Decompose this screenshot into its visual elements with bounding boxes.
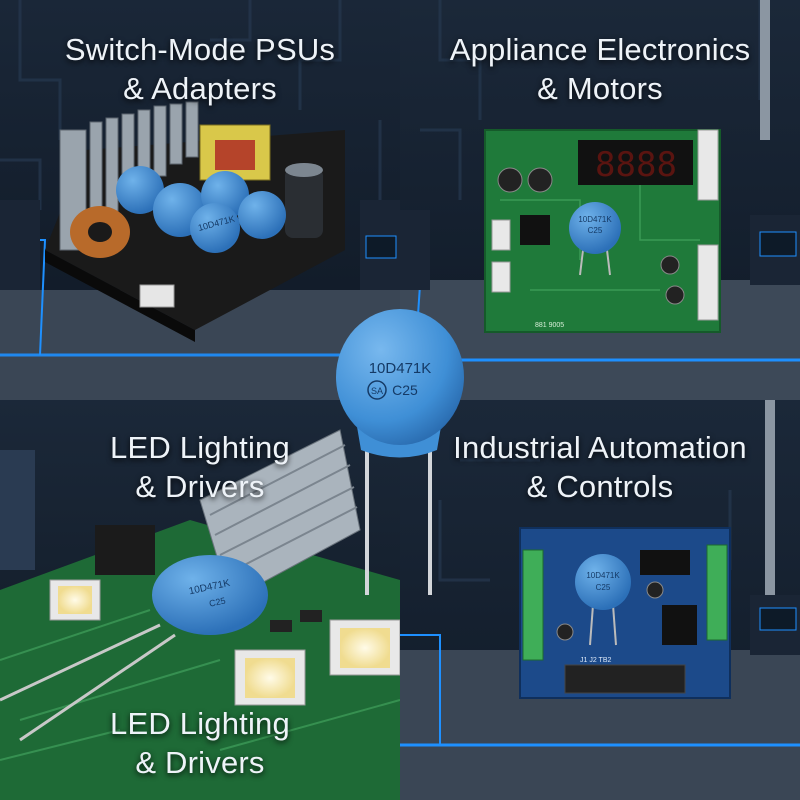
appliance-scene: 8888 10D471K C25 881 9005 (400, 0, 800, 400)
led-scene: 10D471K C25 (0, 400, 400, 800)
panel-industrial-automation: 10D471K C25 J1 J2 TB2 Industrial Automat… (400, 400, 800, 800)
caption-led-lighting: LED Lighting & Drivers (0, 428, 400, 506)
led-varistor-rating: C25 (208, 595, 226, 608)
caption-industrial-automation: Industrial Automation & Controls (400, 428, 800, 506)
certification-mark-icon (367, 380, 387, 400)
caption-switch-mode-psu: Switch-Mode PSUs & Adapters (0, 30, 400, 108)
caption-line: Industrial Automation (453, 430, 747, 465)
industrial-varistor-label: 10D471K (586, 571, 620, 580)
appliance-varistor (569, 202, 621, 254)
caption-line: Switch-Mode PSUs (64, 32, 336, 67)
caption-line: & Drivers (135, 469, 265, 504)
panel-appliance-electronics: 8888 10D471K C25 881 9005 Appliance Elec… (400, 0, 800, 400)
caption-line: LED Lighting (110, 430, 290, 465)
caption-line: & Controls (526, 469, 674, 504)
caption-line: & Adapters (123, 71, 277, 106)
industrial-varistor (575, 554, 631, 610)
caption-line: & Drivers (135, 745, 265, 780)
caption-line: & Motors (537, 71, 663, 106)
psu-scene: 10D471K (0, 0, 400, 400)
appliance-varistor-rating: C25 (588, 226, 603, 235)
industrial-varistor-rating: C25 (596, 583, 611, 592)
industrial-board-code: J1 J2 TB2 (580, 657, 611, 664)
center-varistor: 10D471K SA C25 (325, 305, 475, 605)
varistor-group (116, 166, 286, 253)
appliance-varistor-label: 10D471K (578, 215, 612, 224)
panel-switch-mode-psu: 10D471K Switch-Mode PSUs & Adapters (0, 0, 400, 400)
caption-line: Appliance Electronics (449, 32, 751, 67)
caption-line: LED Lighting (110, 706, 290, 741)
caption-led-lighting-repeat: LED Lighting & Drivers (0, 704, 400, 782)
center-varistor-rating: C25 (392, 382, 418, 398)
caption-appliance-electronics: Appliance Electronics & Motors (400, 30, 800, 108)
seven-segment-display: 8888 (595, 145, 677, 185)
industrial-scene: 10D471K C25 J1 J2 TB2 (400, 400, 800, 800)
center-varistor-part-number: 10D471K (369, 360, 432, 377)
panel-led-lighting: 10D471K C25 LED Lighting & Drivers LED L… (0, 400, 400, 800)
center-varistor-mark: SA (371, 386, 383, 396)
led-varistor (152, 555, 268, 635)
appliance-board-code: 881 9005 (535, 322, 564, 329)
center-varistor-graphic: 10D471K SA C25 (336, 309, 464, 595)
